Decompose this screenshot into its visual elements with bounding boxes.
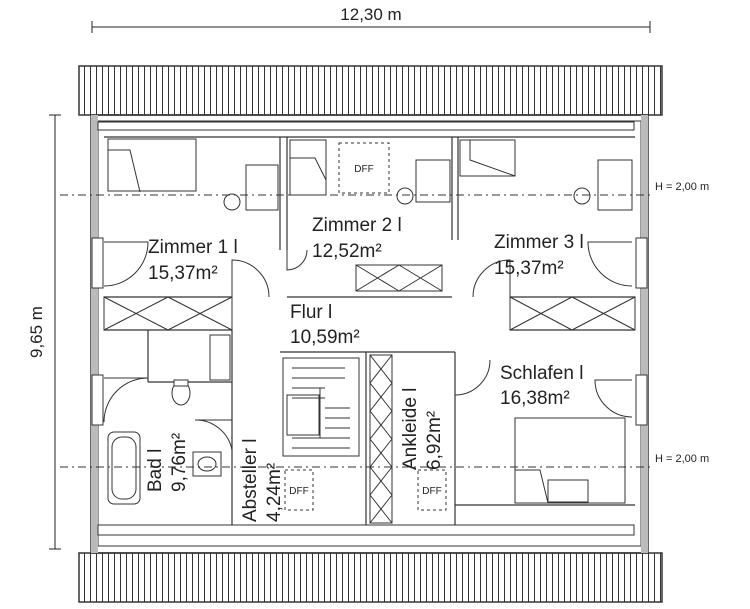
room-name: Zimmer 1 l (148, 237, 238, 258)
desk-zimmer-1 (223, 164, 279, 211)
room-zimmer-2: Zimmer 2 l 12,52m² (312, 215, 402, 262)
height-dimension: 9,65 m (27, 114, 61, 550)
bathtub (107, 431, 141, 505)
room-area: 15,37m² (148, 263, 218, 284)
room-area: 9,76m² (169, 433, 190, 492)
roof-bottom (78, 552, 663, 603)
outer-walls (90, 114, 649, 554)
bed-zimmer-2 (289, 139, 327, 196)
wardrobe-zimmer-2 (355, 264, 443, 292)
desk-zimmer-3 (573, 159, 633, 211)
room-name: Schlafen l (500, 363, 583, 384)
bed-schlafen (514, 417, 626, 504)
room-area: 15,37m² (494, 258, 564, 279)
width-dimension-label: 12,30 m (340, 5, 401, 24)
room-flur: Flur l 10,59m² (290, 302, 360, 348)
skylight-abstellraum: DFF (284, 469, 314, 511)
room-name: Ankleide l (400, 388, 421, 470)
sink (192, 451, 222, 477)
wardrobe-ankleide (369, 354, 393, 524)
roof-top (78, 65, 663, 116)
room-area: 4,24m² (264, 463, 285, 522)
room-name: Absteller l (240, 439, 261, 522)
room-area: 12,52m² (312, 241, 382, 262)
toilet (171, 379, 191, 406)
room-area: 10,59m² (290, 327, 360, 348)
bed-zimmer-3 (459, 139, 516, 177)
room-name: Bad l (145, 449, 166, 492)
wardrobe-zimmer-3 (509, 296, 636, 331)
room-name: Zimmer 2 l (312, 215, 402, 236)
room-name: Zimmer 3 l (494, 232, 584, 253)
skylight-label: DFF (422, 486, 441, 497)
height-marker-label: H = 2,00 m (655, 181, 709, 193)
door-arcs (103, 241, 633, 451)
room-bad: Bad l 9,76m² (145, 433, 190, 492)
room-ankleide: Ankleide l 6,92m² (400, 388, 445, 470)
bed-zimmer-1 (107, 138, 197, 193)
interior-walls (104, 136, 635, 525)
room-abstellraum: Absteller l 4,24m² (240, 439, 285, 522)
height-marker-lower: H = 2,00 m (60, 453, 709, 468)
shower (209, 334, 231, 381)
width-dimension: 12,30 m (91, 5, 651, 33)
room-zimmer-3: Zimmer 3 l 15,37m² (494, 232, 584, 279)
height-dimension-label: 9,65 m (27, 306, 46, 358)
room-area: 6,92m² (424, 411, 445, 470)
height-marker-upper: H = 2,00 m (60, 181, 709, 196)
wardrobe-zimmer-1 (103, 296, 233, 331)
height-marker-label: H = 2,00 m (655, 453, 709, 465)
room-schlafen: Schlafen l 16,38m² (500, 363, 583, 409)
windows (91, 237, 648, 426)
skylight-label: DFF (289, 486, 308, 497)
staircase (282, 357, 360, 457)
room-area: 16,38m² (500, 388, 570, 409)
room-zimmer-1: Zimmer 1 l 15,37m² (148, 237, 238, 284)
skylight-label: DFF (354, 164, 373, 175)
skylight-zimmer-2: DFF (338, 142, 390, 194)
room-name: Flur l (290, 302, 332, 323)
skylight-ankleide: DFF (417, 469, 447, 511)
desk-zimmer-2 (396, 159, 451, 205)
